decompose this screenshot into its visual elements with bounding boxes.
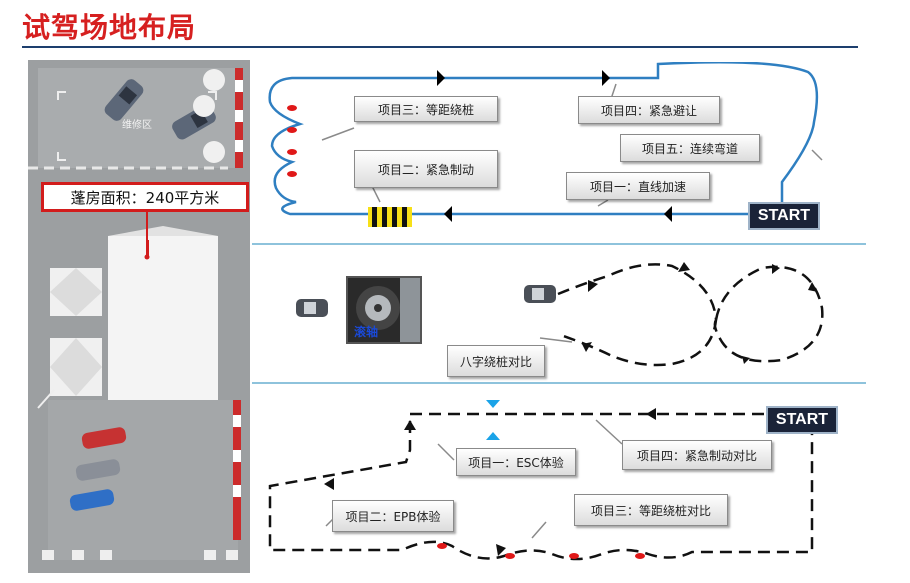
- zone-label: 维修区: [122, 120, 152, 131]
- roller-photo: 滚轴: [346, 276, 422, 344]
- callout-p1-item4: 项目四：紧急避让: [578, 96, 720, 124]
- callout-p1-item3: 项目三：等距绕桩: [354, 96, 498, 122]
- figure-eight-track: [557, 263, 824, 367]
- route-panel-1: [268, 62, 823, 227]
- panel-divider: [252, 243, 866, 245]
- cones-p3: [437, 543, 645, 559]
- callout-p2-figure-eight: 八字绕桩对比: [447, 345, 545, 377]
- callout-p3-item4: 项目四：紧急制动对比: [622, 440, 772, 470]
- callout-p1-item5: 项目五：连续弯道: [620, 134, 760, 162]
- callout-p3-item3: 项目三：等距绕桩对比: [574, 494, 728, 526]
- route-panel-3: [268, 400, 814, 561]
- area-pointer: [144, 212, 150, 260]
- callout-p1-item2: 项目二：紧急制动: [354, 150, 498, 188]
- callout-p3-item1: 项目一：ESC体验: [456, 448, 576, 476]
- site-aerial-plan: 维修区: [28, 60, 250, 573]
- start-badge-p1: START: [748, 202, 820, 230]
- page-title: 试驾场地布局: [22, 11, 197, 44]
- callout-p1-item1: 项目一：直线加速: [566, 172, 710, 200]
- area-label: 蓬房面积：240平方米: [41, 182, 249, 212]
- start-badge-p3: START: [766, 406, 838, 434]
- dashed-track: [268, 412, 814, 561]
- route-panel-2: [296, 262, 824, 367]
- roller-label: 滚轴: [354, 325, 379, 339]
- site-map-graphic: [28, 60, 250, 573]
- title-underline: [22, 46, 858, 48]
- callout-p3-item2: 项目二：EPB体验: [332, 500, 454, 532]
- car-right: [524, 285, 556, 303]
- brake-strip: [368, 207, 412, 227]
- cones: [287, 105, 297, 177]
- panel-divider: [252, 382, 866, 384]
- car-left: [296, 299, 328, 317]
- blue-track: [268, 62, 819, 216]
- roller-graphic: [348, 278, 420, 342]
